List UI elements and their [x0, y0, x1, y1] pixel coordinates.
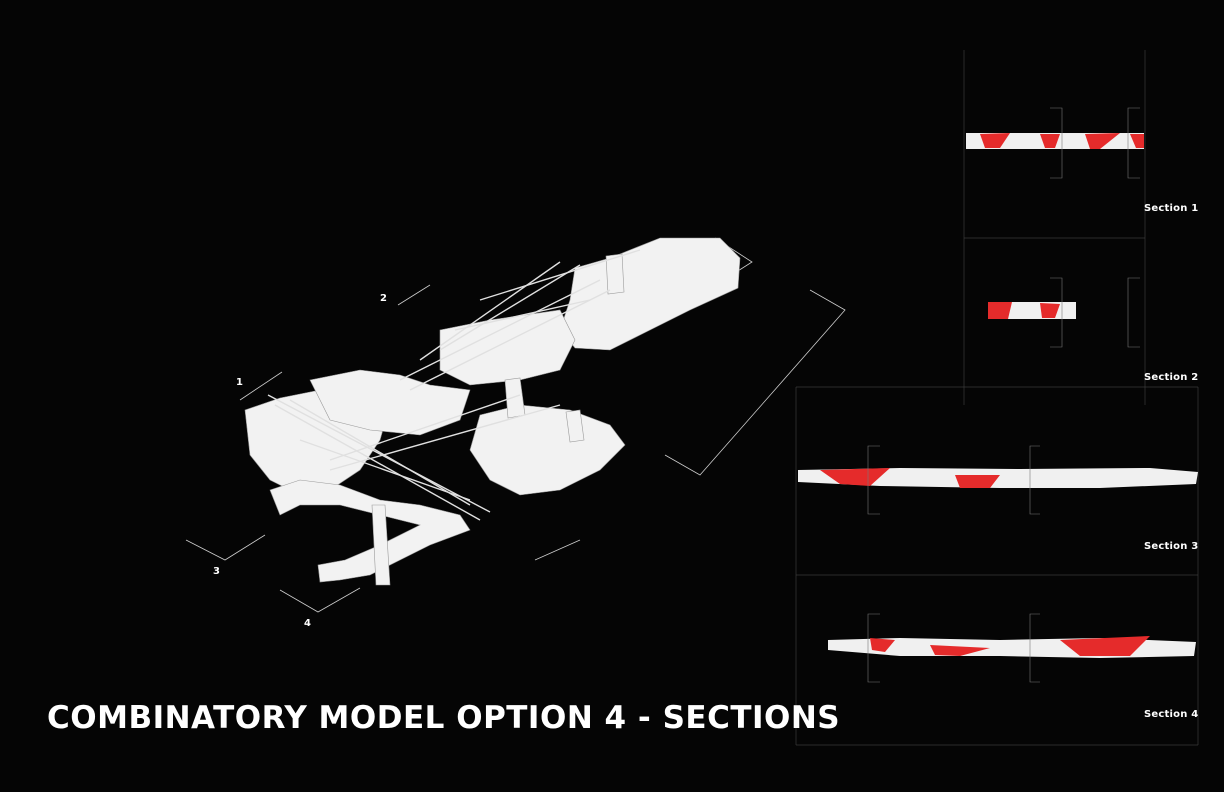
plan-marker-4: 4 [304, 618, 311, 629]
plan-frame-right [664, 289, 846, 476]
plan-frame-bottom [534, 539, 581, 561]
section-cut-line-2 [397, 284, 431, 306]
section-frames [795, 50, 1199, 746]
lower-arm-mass [269, 479, 471, 583]
vertical-core-1 [371, 504, 391, 586]
axonometric-model [185, 237, 846, 613]
section-2-drawing [988, 277, 1140, 348]
section-1-label: Section 1 [1144, 203, 1199, 214]
section-1-drawing [966, 107, 1144, 179]
plan-marker-2: 2 [380, 293, 387, 304]
plan-marker-3: 3 [213, 566, 220, 577]
lower-right-mass [469, 404, 626, 496]
center-mass [439, 309, 576, 386]
section-3-label: Section 3 [1144, 541, 1199, 552]
upper-wing-mass [559, 237, 741, 351]
tower-cluster-2 [565, 409, 585, 443]
section-2-label: Section 2 [1144, 372, 1199, 383]
section-3-drawing [798, 445, 1198, 515]
section-cut-line-3 [185, 534, 266, 561]
linear-struts [267, 249, 641, 521]
plan-marker-1: 1 [236, 377, 243, 388]
model-massing [244, 237, 741, 586]
section-cut-line-1 [239, 371, 283, 401]
section-cut-line-4 [279, 587, 361, 613]
section-4-drawing [828, 613, 1196, 683]
mid-mass [309, 369, 471, 436]
page-title: COMBINATORY MODEL OPTION 4 - SECTIONS [47, 700, 841, 736]
tower-cluster [504, 377, 526, 419]
top-fin [605, 253, 625, 295]
section-4-label: Section 4 [1144, 709, 1199, 720]
